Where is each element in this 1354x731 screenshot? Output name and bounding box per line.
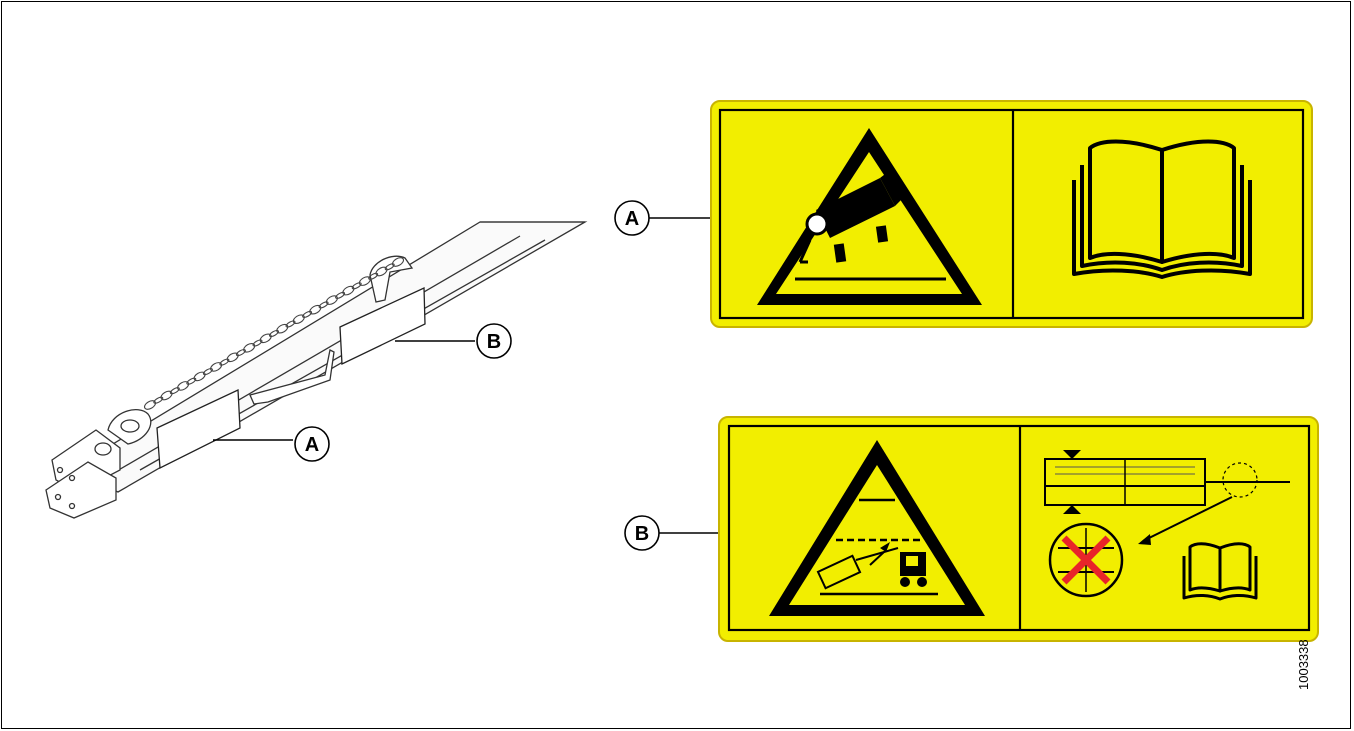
chain-link	[384, 263, 395, 271]
transport-bar-drawing	[45, 221, 588, 519]
callout-b-right: B	[624, 515, 660, 551]
chain-link	[177, 381, 190, 391]
callout-a-left-label: A	[305, 434, 319, 456]
chain-link	[153, 396, 164, 404]
chain-link	[160, 390, 173, 401]
callout-a-right: A	[614, 200, 650, 236]
chain-link	[269, 329, 279, 338]
chain-link	[375, 266, 388, 277]
chain-link	[325, 295, 338, 305]
chain-link	[235, 349, 246, 357]
chain-link	[226, 352, 239, 363]
callout-b-left-label: B	[487, 331, 501, 353]
chain-link	[259, 333, 272, 344]
figure-number: 1003338	[1296, 639, 1311, 690]
chain-link	[210, 362, 223, 372]
callout-a-right-label: A	[625, 208, 639, 230]
chain-link	[186, 377, 197, 385]
chain-link	[391, 257, 405, 267]
chain-link	[252, 339, 263, 347]
safety-chain	[143, 257, 405, 410]
chain-link	[219, 358, 230, 366]
crush-hazard-warning-icon	[757, 128, 982, 305]
chain-link	[243, 342, 256, 353]
operator-manual-small-icon	[1182, 542, 1258, 601]
chain-link	[318, 301, 329, 309]
chain-link	[342, 285, 355, 296]
operator-manual-icon	[1072, 139, 1252, 279]
chain-link	[143, 400, 157, 410]
chain-link	[368, 272, 379, 280]
decal-a	[710, 100, 1313, 328]
decal-b	[718, 416, 1319, 642]
chain-link	[193, 371, 206, 382]
chain-link	[335, 291, 346, 299]
chain-link	[202, 368, 213, 376]
chain-link	[351, 282, 362, 290]
transport-hazard-warning-icon	[769, 440, 985, 616]
chain-link	[276, 323, 289, 334]
chain-link	[302, 310, 313, 318]
decal-b-on-bar	[339, 286, 426, 366]
chain-link	[309, 304, 322, 315]
transport-lock-instruction-icon	[1044, 450, 1290, 598]
callout-b-left: B	[476, 323, 512, 359]
callout-a-left: A	[294, 426, 330, 462]
decal-a-on-bar	[156, 389, 241, 470]
chain-link	[292, 314, 305, 325]
chain-link	[285, 320, 296, 328]
chain-link	[169, 387, 180, 395]
callout-b-right-label: B	[635, 523, 649, 545]
chain-link	[358, 276, 371, 286]
